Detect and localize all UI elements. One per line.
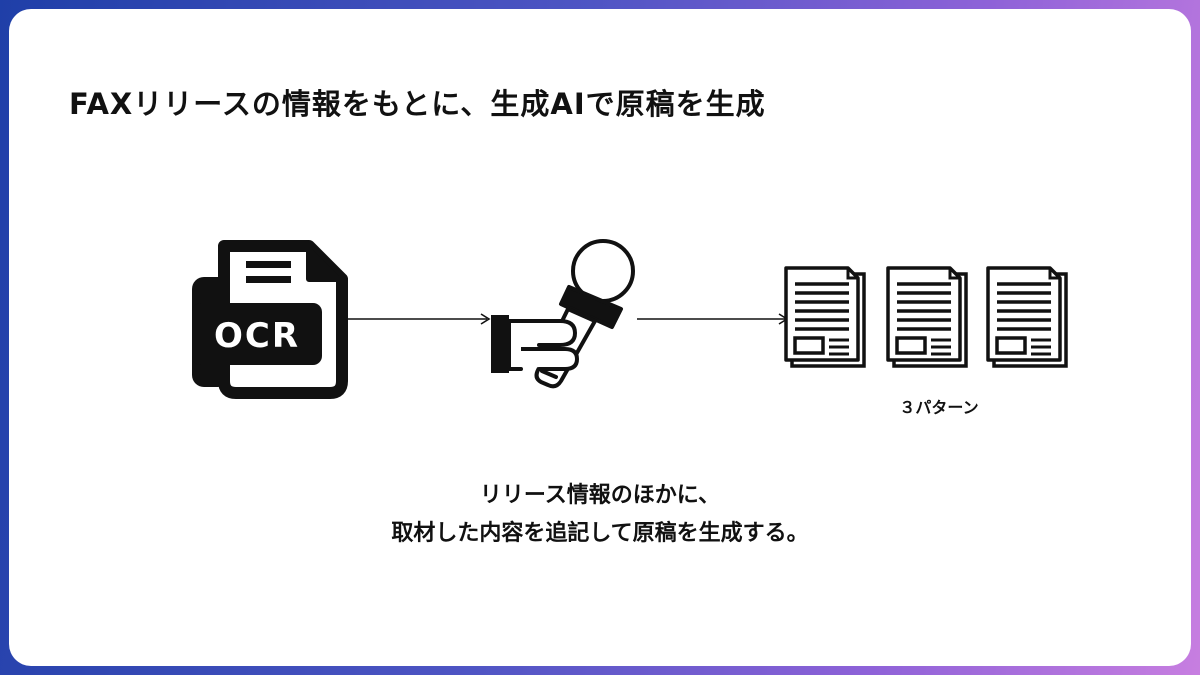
article-document-icon-2 xyxy=(886,266,968,368)
slide-title: FAXリリースの情報をもとに、生成AIで原稿を生成 xyxy=(69,87,766,121)
microphone-hand-icon xyxy=(491,239,635,389)
article-document-icon-1 xyxy=(784,266,866,368)
arrow-ocr-to-interview xyxy=(346,313,491,325)
caption-line-1: リリース情報のほかに、 xyxy=(479,483,721,508)
ocr-icon-text: OCR xyxy=(214,316,300,356)
slide: FAXリリースの情報をもとに、生成AIで原稿を生成 OCR xyxy=(9,9,1191,666)
ocr-document-icon: OCR xyxy=(192,240,348,399)
caption-line-2: 取材した内容を追記して原稿を生成する。 xyxy=(391,521,809,546)
pattern-count-label: ３パターン xyxy=(899,398,979,417)
arrow-interview-to-articles xyxy=(637,313,789,325)
article-document-icon-3 xyxy=(986,266,1068,368)
flow-diagram: OCR xyxy=(192,239,1068,399)
caption: リリース情報のほかに、 取材した内容を追記して原稿を生成する。 xyxy=(9,477,1191,553)
